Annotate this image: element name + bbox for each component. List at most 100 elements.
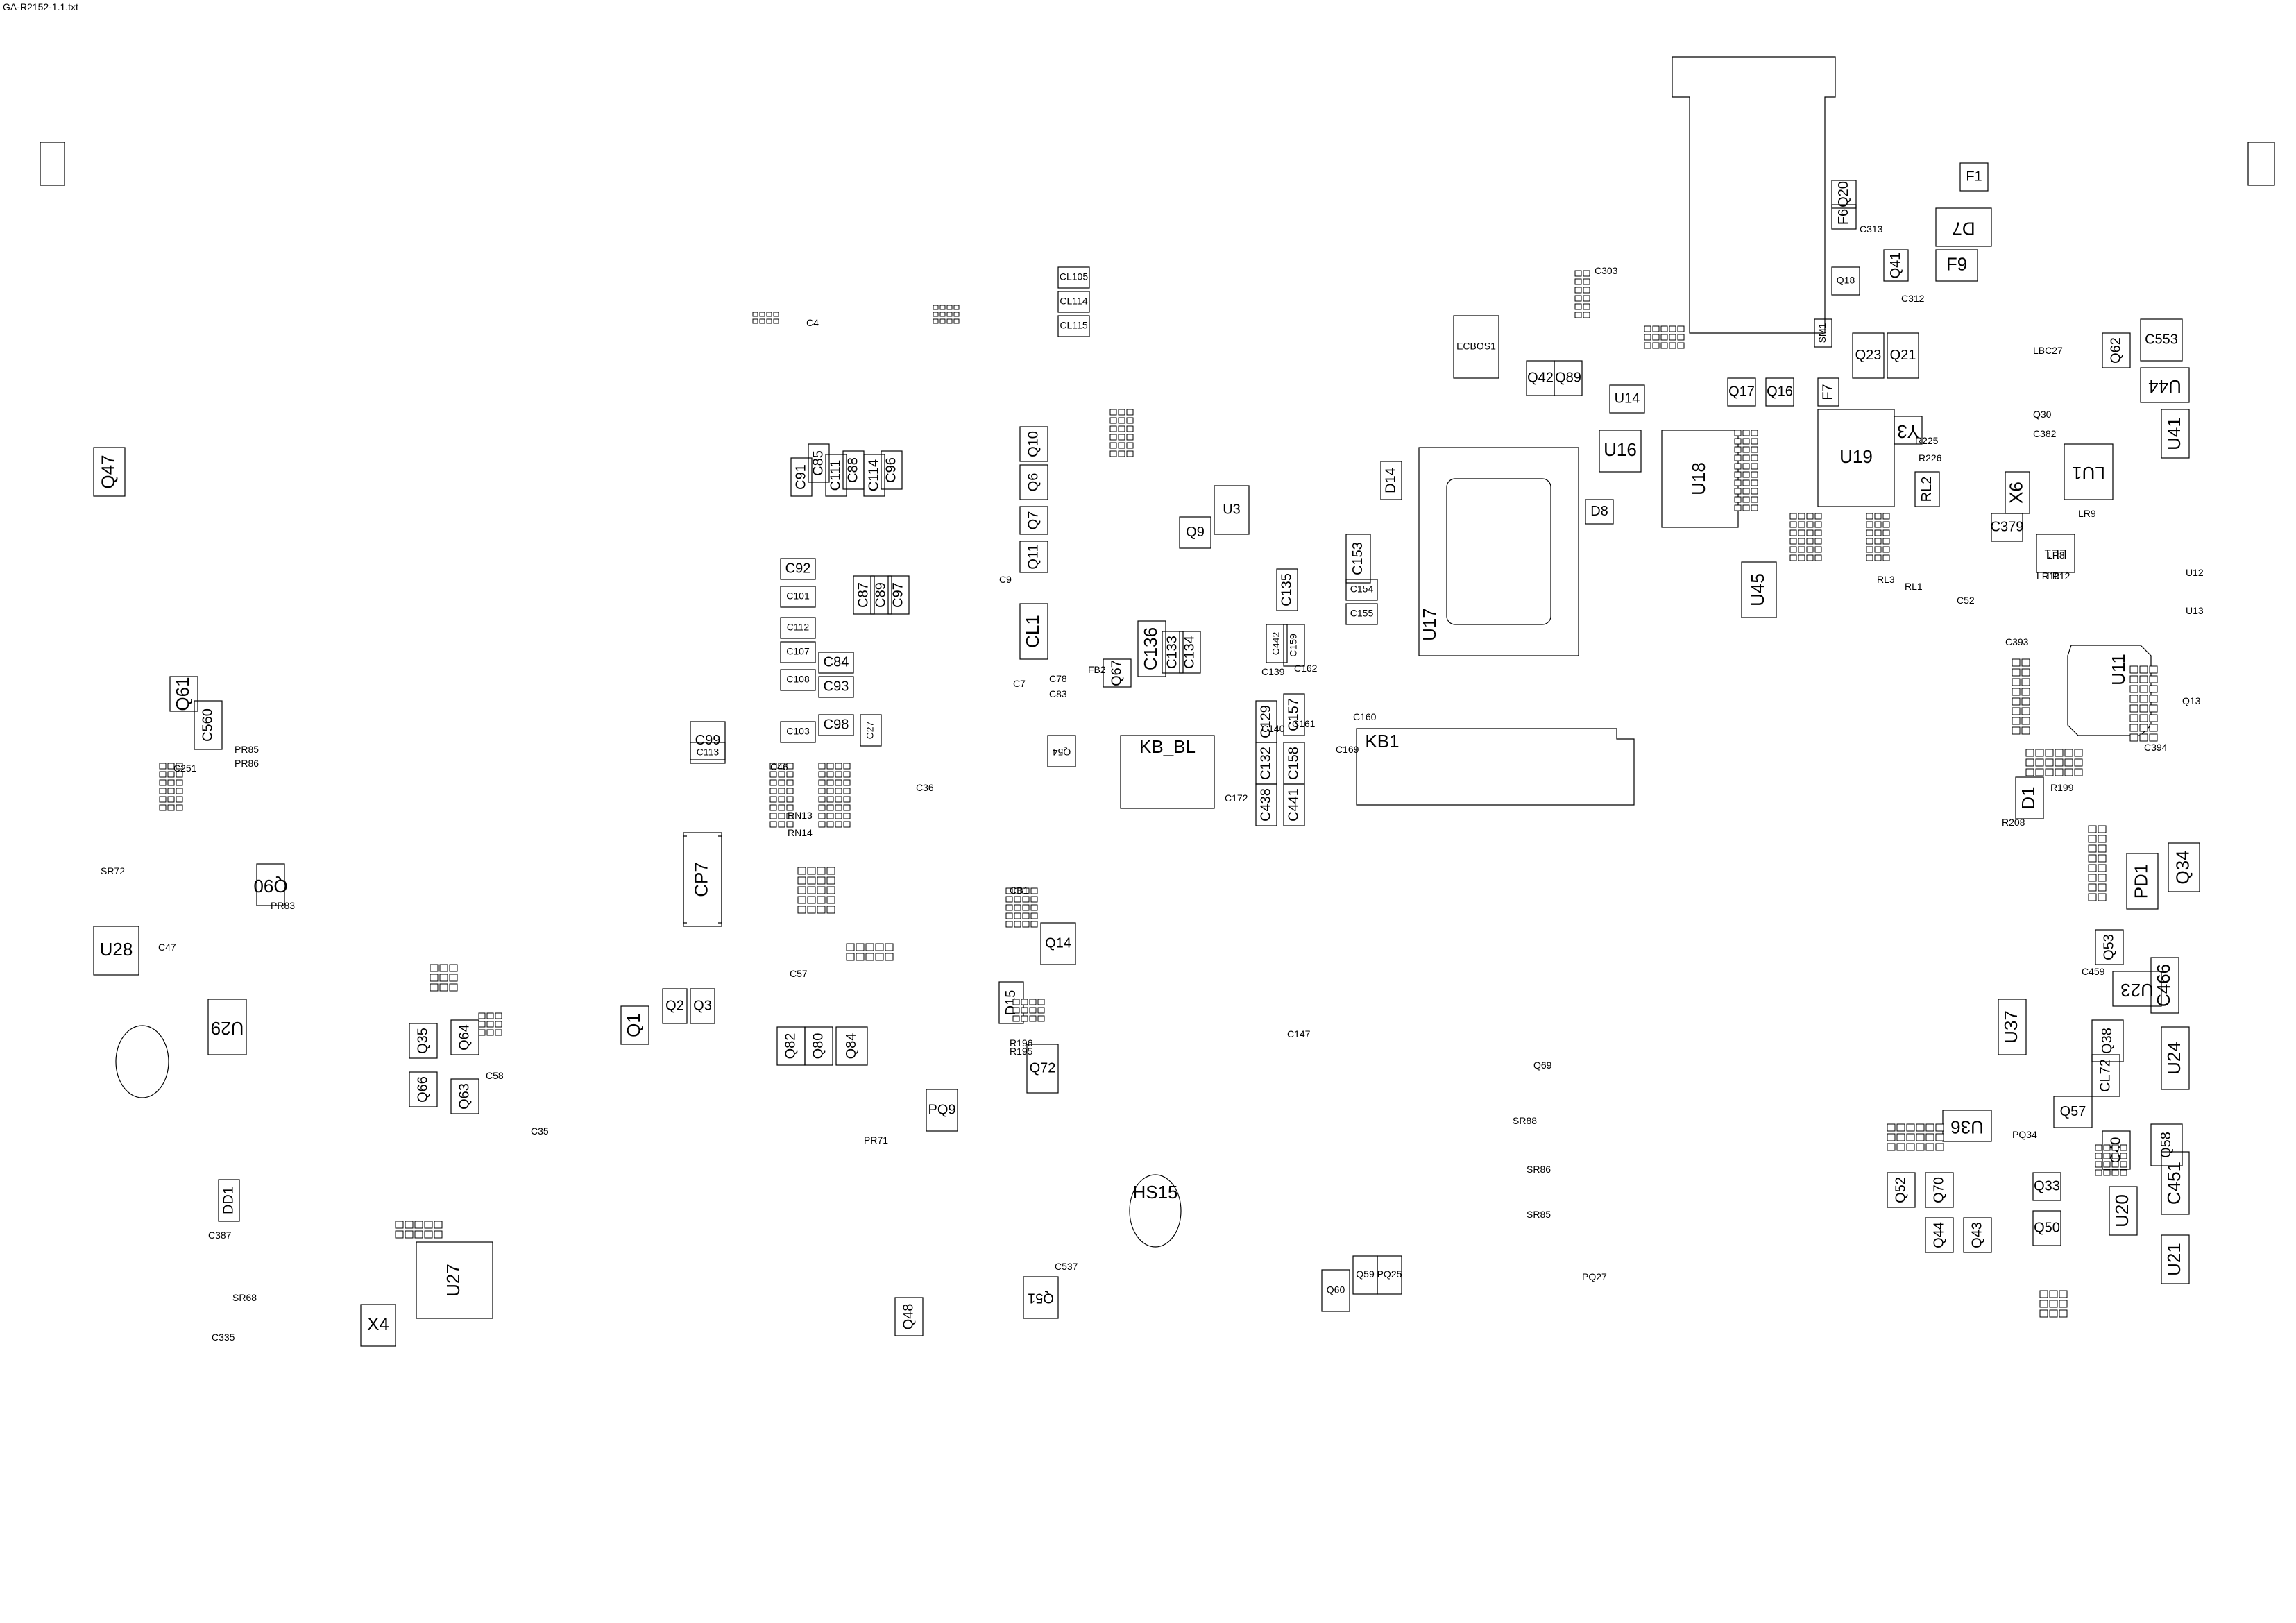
smd-pad xyxy=(2012,707,2021,715)
component-outline xyxy=(1026,1044,1059,1094)
smd-pad xyxy=(2098,854,2107,863)
component-q51: Q51 xyxy=(1023,1276,1059,1319)
component-c129: C129 xyxy=(1255,700,1277,743)
smd-pad xyxy=(1126,417,1134,424)
component-label: SM1 xyxy=(1817,323,1828,343)
component-outline xyxy=(2102,1130,2131,1170)
component-label: CP7 xyxy=(690,862,711,897)
component-label: C133 xyxy=(1164,636,1180,669)
smd-pad xyxy=(1022,912,1030,919)
smd-pad xyxy=(167,771,175,778)
component-label: Q59 xyxy=(1356,1268,1375,1280)
smd-pad xyxy=(1126,409,1134,416)
smd-pad xyxy=(1734,471,1742,478)
component-outline xyxy=(1345,603,1378,625)
smd-pad xyxy=(1014,896,1021,903)
smd-pad xyxy=(2012,697,2021,706)
smd-pad xyxy=(1742,496,1750,503)
component-u21: U21 xyxy=(2161,1234,2190,1284)
smd-pad xyxy=(2074,749,2083,757)
smd-pad xyxy=(1935,1143,1944,1151)
component-outline xyxy=(1283,693,1305,736)
component-label: Q58 xyxy=(2159,1132,2174,1158)
component-u44: U44 xyxy=(2140,367,2190,403)
component-label: Q66 xyxy=(415,1076,430,1103)
component-label: C107 xyxy=(786,646,810,657)
smd-pad xyxy=(1751,430,1758,436)
smd-pad xyxy=(449,983,458,992)
component-label: Q41 xyxy=(1888,253,1903,279)
component-u24: U24 xyxy=(2161,1026,2190,1090)
component-label: U45 xyxy=(1747,573,1768,606)
smd-pad xyxy=(826,796,834,803)
smd-pad xyxy=(835,771,842,778)
smd-pad xyxy=(1014,887,1021,894)
smd-pad xyxy=(2149,733,2158,742)
smd-pad xyxy=(430,974,439,982)
component-outline xyxy=(1817,409,1895,507)
component-outline xyxy=(1925,1217,1954,1253)
component-q34: Q34 xyxy=(2168,842,2200,892)
component-outline xyxy=(818,714,854,736)
component-outline xyxy=(2112,971,2162,1007)
smd-pad xyxy=(495,1012,502,1019)
smd-pad xyxy=(1030,904,1038,911)
smd-pad xyxy=(1021,999,1028,1005)
ref-label-rn13: RN13 xyxy=(788,810,813,821)
smd-pad xyxy=(2074,758,2083,767)
smd-pad xyxy=(1935,1123,1944,1132)
smd-pad xyxy=(939,318,946,324)
ref-label-lr12: LR12 xyxy=(2047,570,2070,581)
smd-pad xyxy=(2103,1144,2111,1151)
component-label: C451 xyxy=(2163,1162,2184,1205)
component-u28: U28 xyxy=(93,926,139,976)
smd-pad xyxy=(1814,529,1822,536)
smd-pad-cluster xyxy=(818,763,851,828)
component-c113: C113 xyxy=(690,742,726,764)
smd-pad xyxy=(769,821,777,828)
smd-pad xyxy=(875,943,884,951)
component-c89: C89 xyxy=(870,575,892,615)
component-outline xyxy=(2168,842,2200,892)
component-outline xyxy=(2161,409,2190,459)
component-outline xyxy=(1019,603,1048,660)
component-outline xyxy=(2140,318,2183,362)
component-outline xyxy=(853,575,875,615)
smd-pad xyxy=(1789,538,1797,545)
component-label: Q54 xyxy=(1053,747,1071,758)
component-label: ECBOS1 xyxy=(1456,341,1496,352)
smd-pad xyxy=(769,813,777,819)
component-label: HS15 xyxy=(1132,1182,1177,1203)
smd-pad xyxy=(2098,864,2107,872)
smd-pad xyxy=(486,1021,494,1028)
component-outline xyxy=(863,454,885,497)
component-label: CL105 xyxy=(1060,271,1088,282)
component-c132: C132 xyxy=(1255,742,1277,785)
smd-pad xyxy=(1652,334,1660,341)
smd-pad xyxy=(1751,438,1758,445)
ref-label-fb2: FB2 xyxy=(1088,664,1106,675)
smd-pad xyxy=(1798,546,1805,553)
smd-pad xyxy=(759,312,765,317)
smd-pad xyxy=(1669,334,1676,341)
component-outline xyxy=(2161,1234,2190,1284)
smd-pad xyxy=(818,763,826,770)
component-label: Q47 xyxy=(97,454,118,488)
smd-pad xyxy=(933,312,939,317)
component-q11: Q11 xyxy=(1019,541,1048,573)
smd-pad xyxy=(2088,883,2097,892)
component-d8: D8 xyxy=(1585,499,1614,525)
ref-label-u13: U13 xyxy=(2186,605,2204,616)
component-outline xyxy=(1179,516,1211,549)
component-c438: C438 xyxy=(1255,783,1277,826)
smd-pad xyxy=(1806,513,1814,520)
smd-pad xyxy=(2021,658,2030,667)
smd-pad xyxy=(818,796,826,803)
component-label: Q3 xyxy=(693,998,712,1013)
smd-pad xyxy=(2149,665,2158,674)
component-outline xyxy=(1321,1269,1350,1312)
component-label: C85 xyxy=(810,450,826,476)
smd-pad xyxy=(424,1221,433,1229)
component-outline xyxy=(1831,266,1860,296)
